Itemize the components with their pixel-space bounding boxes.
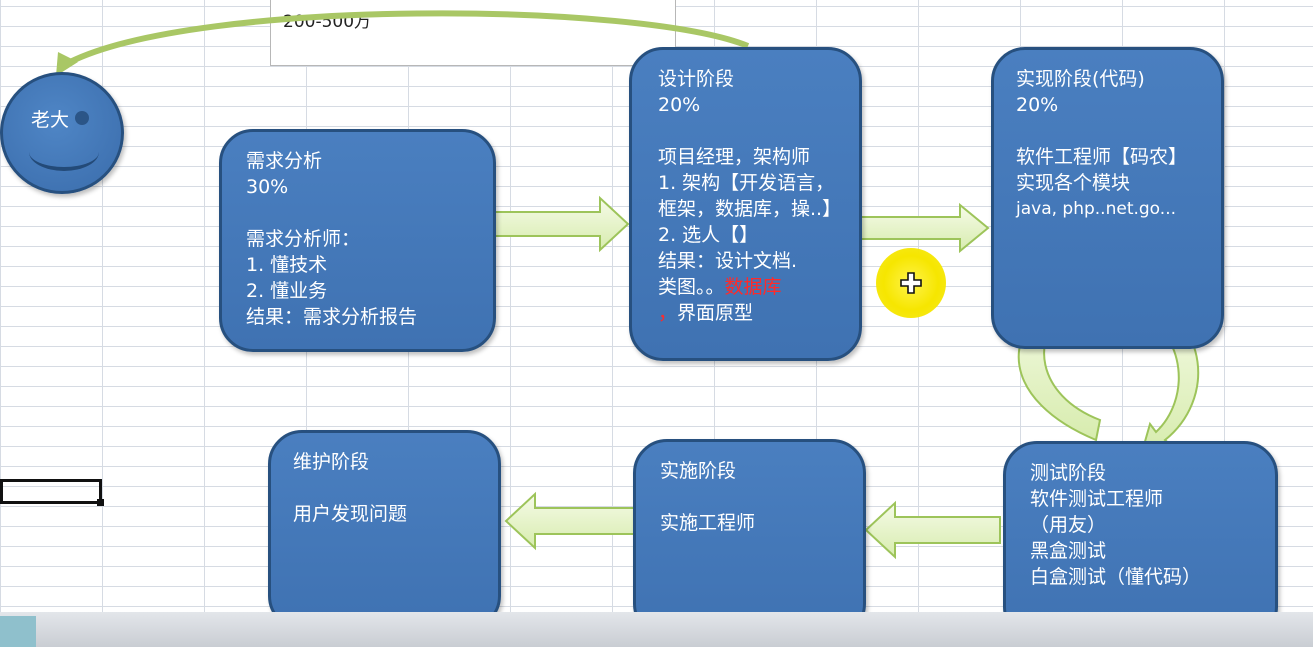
stage-line: 项目经理，架构师 <box>658 146 811 168</box>
stage-line: 实现各个模块 <box>1016 172 1131 194</box>
stage-line: 测试阶段 <box>1030 462 1107 484</box>
move-cursor-icon <box>900 272 922 294</box>
stage-design: 设计阶段 20% 项目经理，架构师 1. 架构【开发语言， 框架，数据库，操..… <box>629 47 862 361</box>
sheet-bottom-strip <box>0 612 1313 647</box>
stage-line: 结果：需求分析报告 <box>246 306 418 328</box>
stage-line <box>1016 118 1199 144</box>
stage-line: 用户发现问题 <box>293 503 408 525</box>
stage-line: 维护阶段 <box>293 451 370 473</box>
stage-line <box>246 200 469 226</box>
stage-line: 软件测试工程师 <box>1030 488 1164 510</box>
curve-arrowhead <box>56 52 78 76</box>
stage-line: 需求分析师： <box>246 228 361 250</box>
stage-line: 1. 懂技术 <box>246 254 328 276</box>
stage-line: 白盒测试（懂代码） <box>1030 566 1202 588</box>
stage-line: java, php..net.go... <box>1016 199 1176 219</box>
design-line-text: 类图。。 <box>658 276 725 298</box>
stage-line: 20% <box>1016 94 1059 116</box>
stage-testing: 测试阶段 软件测试工程师 （用友） 黑盒测试 白盒测试（懂代码） <box>1003 441 1278 641</box>
stage-line: 2. 选人【】 <box>658 224 759 246</box>
arrow-deploy-to-maint <box>504 491 641 551</box>
stage-line: 实现阶段(代码) <box>1016 68 1145 90</box>
stage-line: 实施工程师 <box>660 512 756 534</box>
curve-arrow-to-boss <box>68 10 750 65</box>
highlight-comma: ， <box>658 302 678 324</box>
boss-smile <box>29 133 99 171</box>
highlight-database: 数据库 <box>724 276 782 298</box>
arrow-design-to-impl <box>847 202 990 254</box>
stage-line <box>660 484 839 510</box>
stage-line: 1. 架构【开发语言， <box>658 172 835 194</box>
stage-line: 20% <box>658 94 701 116</box>
arrow-test-to-deploy <box>864 500 1001 560</box>
design-line-text: 界面原型 <box>677 302 754 324</box>
stage-line <box>293 475 476 501</box>
selected-cell[interactable] <box>0 479 104 506</box>
stage-implementation: 实现阶段(代码) 20% 软件工程师【码农】 实现各个模块 java, php.… <box>991 47 1224 349</box>
stage-line: 需求分析 <box>246 150 323 172</box>
sheet-tab[interactable] <box>0 616 36 647</box>
stage-line: 2. 懂业务 <box>246 280 328 302</box>
stage-line: 30% <box>246 176 289 198</box>
stage-deployment: 实施阶段 实施工程师 <box>633 439 866 638</box>
boss-label: 老大 <box>31 109 70 131</box>
stage-line: 结果：设计文档. <box>658 250 798 272</box>
stage-line: 实施阶段 <box>660 460 737 482</box>
stage-line <box>658 118 835 144</box>
stage-line: （用友） <box>1030 514 1107 536</box>
stage-line: ，界面原型 <box>658 300 835 326</box>
stage-maintenance: 维护阶段 用户发现问题 <box>268 430 501 630</box>
stage-requirements: 需求分析 30% 需求分析师： 1. 懂技术 2. 懂业务 结果：需求分析报告 <box>219 129 496 352</box>
stage-line: 黑盒测试 <box>1030 540 1107 562</box>
stage-line: 设计阶段 <box>658 68 735 90</box>
stage-line: 框架，数据库，操..】 <box>658 198 842 220</box>
boss-circle: 老大 <box>0 72 124 194</box>
boss-eye <box>75 111 89 125</box>
cursor-highlight <box>876 248 946 318</box>
stage-line: 软件工程师【码农】 <box>1016 146 1188 168</box>
stage-line: 类图。。数据库 <box>658 274 835 300</box>
fill-handle[interactable] <box>97 499 104 506</box>
arrow-req-to-design <box>484 195 630 253</box>
